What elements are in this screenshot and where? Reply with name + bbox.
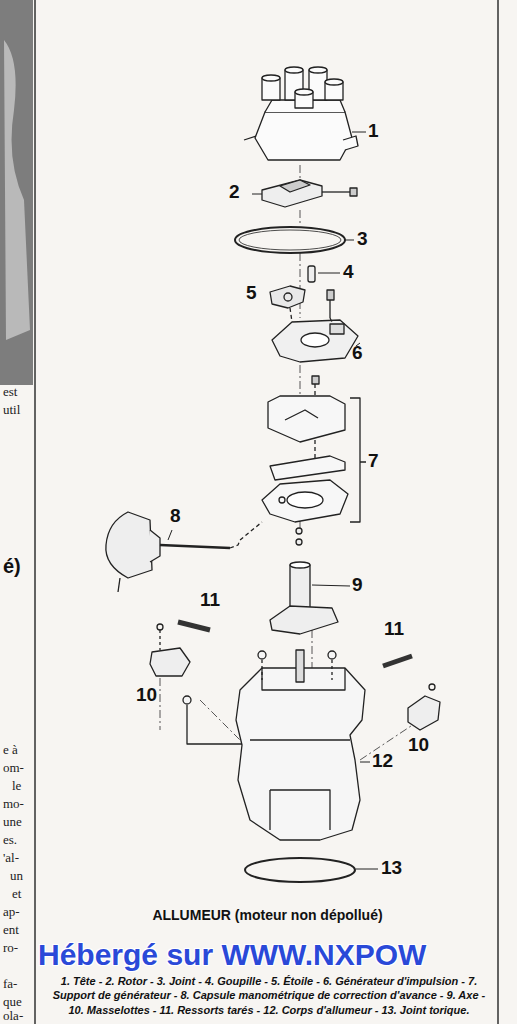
text-fragment: 'al- — [3, 850, 19, 866]
callout-number: 11 — [200, 589, 220, 611]
text-fragment: ap- — [3, 904, 20, 920]
callout-number: 11 — [384, 618, 404, 640]
vacuum-capsule — [106, 512, 262, 592]
text-fragment: que — [3, 994, 22, 1010]
distributor-cap — [244, 67, 358, 160]
callout-number: 9 — [352, 574, 363, 596]
o-ring — [245, 858, 355, 882]
callout-number: 6 — [352, 342, 363, 364]
flyweight — [408, 696, 440, 730]
figure-caption: 1. Tête - 2. Rotor - 3. Joint - 4. Goupi… — [44, 974, 494, 1017]
text-fragment: om- — [3, 760, 24, 776]
trigger-wheel — [270, 286, 305, 308]
pin — [308, 266, 315, 282]
callout-number: 2 — [229, 181, 240, 203]
text-fragment: mo- — [3, 796, 24, 812]
watermark: Hébergé sur WWW.NXPOW — [38, 938, 426, 972]
text-fragment: ro- — [3, 940, 18, 956]
callout-number: 13 — [381, 857, 402, 879]
callout-number: 1 — [368, 120, 379, 142]
text-fragment: ent — [3, 922, 19, 938]
text-fragment: es. — [3, 832, 17, 848]
callout-number: 3 — [357, 228, 368, 250]
text-fragment: e à — [3, 742, 18, 758]
figure-title: ALLUMEUR (moteur non dépollué) — [40, 907, 495, 923]
callout-number: 10 — [408, 734, 429, 756]
text-fragment: ola- — [3, 1008, 23, 1024]
text-fragment: est — [3, 384, 17, 400]
text-fragment: le — [12, 778, 21, 794]
callout-number: 7 — [368, 450, 379, 472]
callout-number: 5 — [246, 282, 257, 304]
pulse-generator — [272, 320, 358, 362]
text-fragment: et — [12, 886, 21, 902]
callout-number: 12 — [372, 750, 393, 772]
text-fragment: un — [10, 868, 23, 884]
generator-support — [262, 376, 348, 522]
rotor — [262, 180, 357, 207]
text-fragment: une — [3, 814, 22, 830]
callout-number: 4 — [343, 261, 354, 283]
flyweight — [150, 648, 190, 676]
distributor-body — [183, 650, 365, 840]
gasket — [235, 227, 345, 253]
text-fragment: é) — [3, 555, 21, 578]
bracket — [350, 398, 366, 522]
spring — [178, 622, 412, 666]
callout-number: 10 — [136, 684, 157, 706]
callout-number: 8 — [170, 505, 181, 527]
text-fragment: util — [3, 402, 20, 418]
text-fragment: fa- — [3, 976, 17, 992]
shaft — [270, 528, 338, 634]
